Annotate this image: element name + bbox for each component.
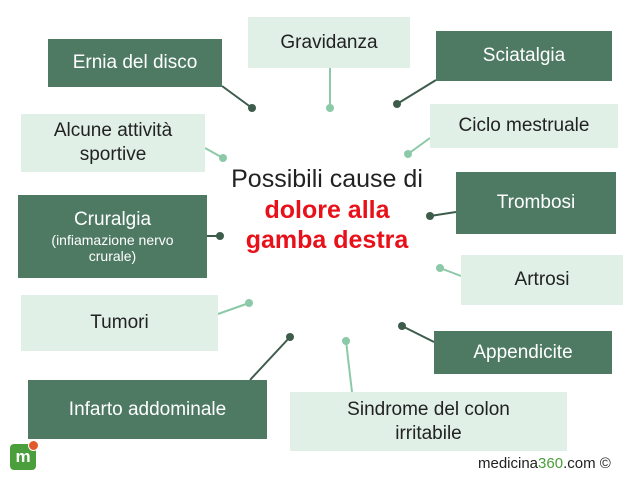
cause-artrosi: Artrosi — [461, 255, 623, 305]
logo-letter: m — [15, 447, 31, 466]
center-title-line2: dolore alla — [264, 195, 390, 224]
footer-suffix: .com © — [563, 455, 611, 472]
connector-appendicite — [401, 325, 435, 343]
brand-logo-icon: m — [10, 440, 39, 470]
cause-label-line2: irritabile — [395, 422, 462, 444]
cause-alcune-attivita-sportive: Alcune attività sportive — [21, 114, 205, 172]
cause-label: Alcune attività — [53, 120, 173, 142]
cause-sublabel-line1: (infiamazione nervo — [51, 231, 174, 248]
logo-dot-icon — [28, 440, 39, 451]
center-title-line1: Possibili cause di — [231, 165, 423, 193]
cause-label: Ernia del disco — [72, 52, 198, 74]
connector-infarto — [249, 336, 291, 381]
cause-label: Appendicite — [473, 341, 573, 363]
cause-label: Artrosi — [514, 269, 570, 291]
cause-sublabel-line2: crurale) — [88, 248, 137, 265]
cause-label: Trombosi — [496, 192, 576, 214]
connector-trombosi — [429, 211, 457, 217]
cause-label: Sciatalgia — [482, 45, 566, 67]
cause-label: Ciclo mestruale — [458, 115, 590, 137]
cause-sciatalgia: Sciatalgia — [436, 31, 612, 81]
cause-appendicite: Appendicite — [434, 331, 612, 374]
cause-gravidanza: Gravidanza — [248, 17, 410, 68]
cause-tumori: Tumori — [21, 295, 218, 351]
footer-site-number: 360 — [538, 455, 564, 472]
cause-cruralgia: Cruralgia (infiamazione nervo crurale) — [18, 195, 207, 278]
cause-label-line2: sportive — [79, 144, 147, 165]
cause-ciclo-mestruale: Ciclo mestruale — [430, 104, 618, 148]
cause-label: Gravidanza — [280, 31, 378, 53]
cause-label: Sindrome del colon — [347, 398, 510, 420]
connector-tumori — [217, 302, 250, 315]
center-title: Possibili cause di dolore alla gamba des… — [212, 164, 442, 256]
connector-sindrome — [345, 340, 353, 393]
cause-ernia-del-disco: Ernia del disco — [48, 39, 222, 87]
connector-ernia — [221, 85, 253, 109]
cause-sindrome-del-colon-irritabile: Sindrome del colon irritabile — [290, 392, 567, 451]
center-title-line3: gamba destra — [245, 226, 409, 254]
connector-sciatalgia — [396, 79, 437, 105]
cause-trombosi: Trombosi — [456, 172, 616, 234]
cause-infarto-addominale: Infarto addominale — [28, 380, 267, 439]
footer-site: medicina — [478, 455, 539, 472]
cause-label: Cruralgia — [73, 208, 152, 230]
cause-label: Infarto addominale — [68, 398, 227, 420]
connector-ciclo — [407, 137, 431, 155]
cause-label: Tumori — [90, 312, 149, 334]
footer-credit: medicina360.com © — [478, 455, 611, 472]
